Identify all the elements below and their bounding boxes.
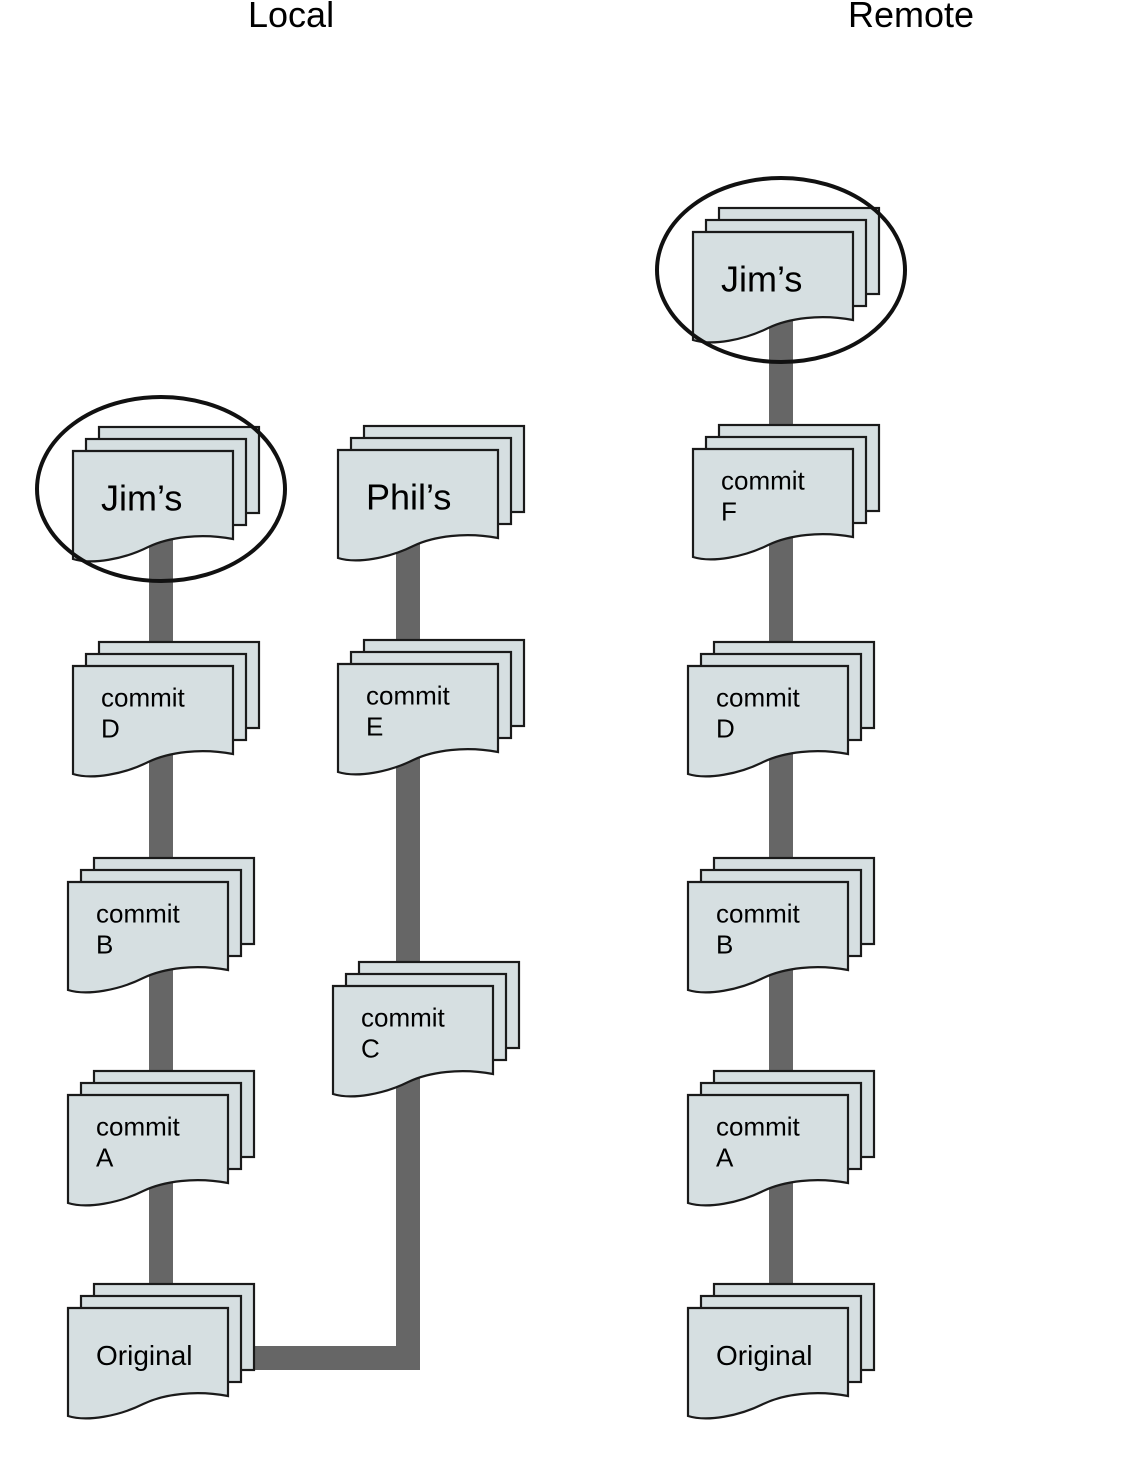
document-page [686, 664, 850, 778]
remote-original: Original [686, 1282, 876, 1420]
local-phil-commit-E-label-line-2: E [366, 712, 383, 742]
document-page [66, 1306, 230, 1420]
remote-commit-F-label-line-1: commit [721, 466, 806, 496]
document-page [686, 1093, 850, 1207]
local-jim-commit-B-label-line-1: commit [96, 899, 181, 929]
local-jim-head: Jim’s [71, 425, 261, 563]
document-page [691, 230, 855, 344]
document-page [336, 448, 500, 562]
remote-jim-head-label-line-1: Jim’s [721, 259, 802, 300]
local-phil-head: Phil’s [336, 424, 526, 562]
remote-commit-B-label-line-2: B [716, 930, 733, 960]
local-original-label-line-1: Original [96, 1340, 192, 1371]
remote-commit-A-label-line-1: commit [716, 1112, 801, 1142]
branch-head-markers [35, 176, 907, 583]
remote-jim-head: Jim’s [691, 206, 881, 344]
local-jim-head-label-line-1: Jim’s [101, 478, 182, 519]
document-page [66, 880, 230, 994]
remote-commit-B-label-line-1: commit [716, 899, 801, 929]
local-phil-commit-C-label-line-1: commit [361, 1003, 446, 1033]
local-jim-commit-D-label-line-2: D [101, 714, 120, 744]
remote-commit-D-label-line-2: D [716, 714, 735, 744]
local-jim-commit-A-label-line-1: commit [96, 1112, 181, 1142]
document-page [691, 447, 855, 561]
local-original: Original [66, 1282, 256, 1420]
local-jim-commit-D-label-line-1: commit [101, 683, 186, 713]
local-jim-head-circle [35, 395, 287, 583]
local-phil-commit-E-label-line-1: commit [366, 681, 451, 711]
remote-commit-F-label-line-2: F [721, 497, 737, 527]
remote-column-title: Remote [848, 0, 975, 35]
remote-jim-head-circle [655, 176, 907, 364]
document-page [66, 1093, 230, 1207]
document-page [686, 1306, 850, 1420]
document-page [71, 664, 235, 778]
remote-original-label-line-1: Original [716, 1340, 812, 1371]
local-jim-commit-B-label-line-2: B [96, 930, 113, 960]
document-page [336, 662, 500, 776]
commit-nodes: Jim’scommitDcommitBcommitAOriginalPhil’s… [66, 206, 881, 1420]
document-page [686, 880, 850, 994]
remote-commit-A-label-line-2: A [716, 1143, 734, 1173]
local-column-title: Local [248, 0, 335, 35]
document-page [331, 984, 495, 1098]
document-page [71, 449, 235, 563]
local-phil-commit-C-label-line-2: C [361, 1034, 380, 1064]
remote-commit-D-label-line-1: commit [716, 683, 801, 713]
local-phil-head-label-line-1: Phil’s [366, 477, 451, 518]
local-jim-commit-A-label-line-2: A [96, 1143, 114, 1173]
